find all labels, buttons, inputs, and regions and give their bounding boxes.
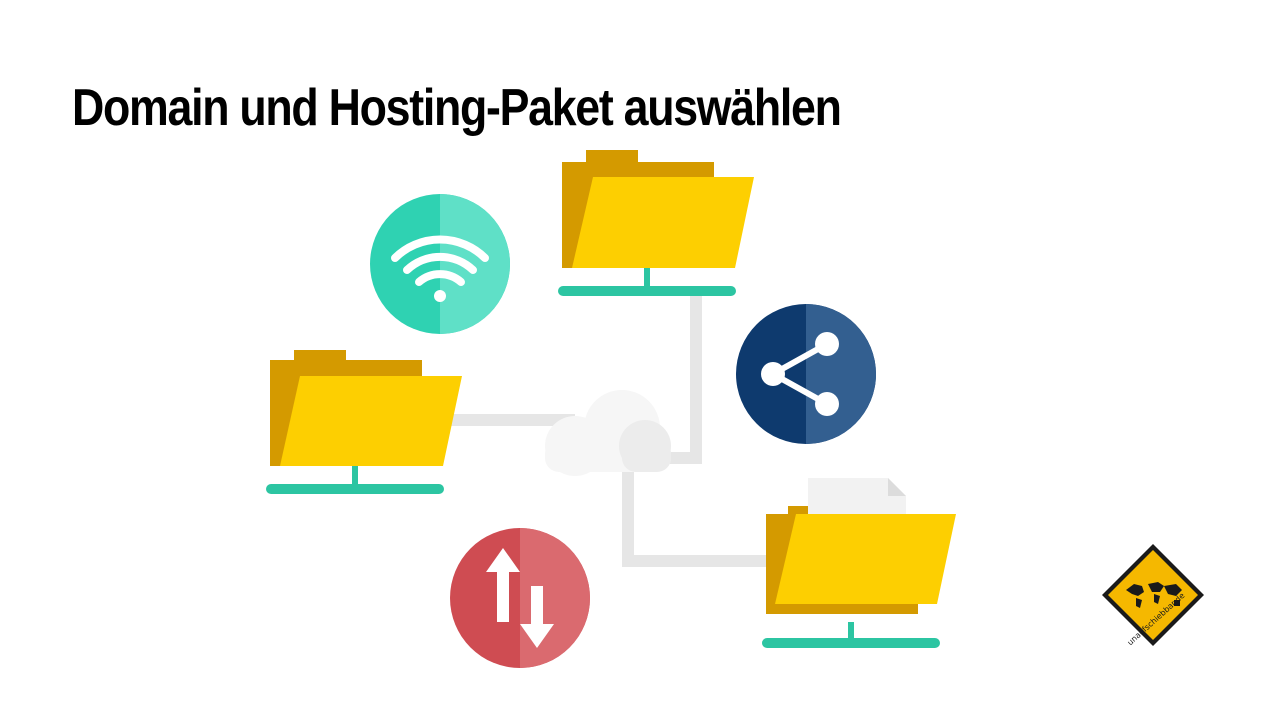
cloud-shade	[619, 420, 671, 472]
site-logo: unaufschiebbar.de	[1102, 544, 1204, 647]
folder-top-icon	[558, 150, 754, 296]
folder-left-icon	[266, 350, 462, 494]
wifi-icon	[370, 194, 510, 334]
world-map-icon	[1126, 582, 1182, 608]
folder-bottom-icon	[762, 478, 956, 648]
transfer-arrows-icon	[450, 528, 590, 668]
share-icon	[736, 304, 876, 444]
page-title: Domain und Hosting-Paket auswählen	[72, 79, 842, 137]
